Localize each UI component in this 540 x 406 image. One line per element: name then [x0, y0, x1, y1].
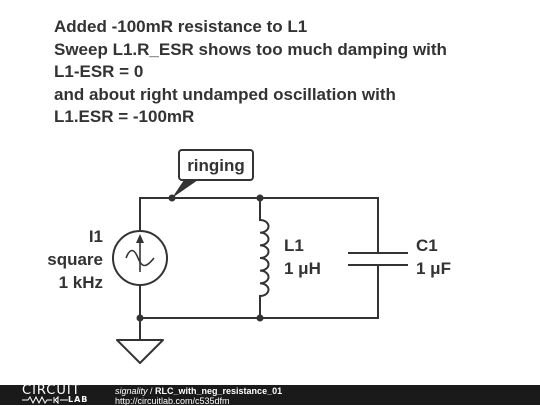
source-waveform-label: square: [47, 250, 103, 269]
path-separator: /: [147, 386, 156, 396]
footer-bar: CIRCUIT LAB signality / RLC_with_neg_res…: [0, 383, 540, 406]
annotation-text: Added -100mR resistance to L1 Sweep L1.R…: [54, 16, 447, 129]
logo-top-text: CIRCUIT: [22, 383, 81, 398]
source-frequency-label: 1 kHz: [59, 273, 103, 292]
arrow-up-icon: [136, 234, 144, 243]
net-label-text: ringing: [187, 156, 245, 175]
inductor-symbol[interactable]: [259, 219, 270, 298]
capacitor-value-label: 1 μF: [416, 259, 451, 278]
junction-dot: [256, 314, 264, 322]
inductor-value-label: 1 μH: [284, 259, 321, 278]
ground-symbol[interactable]: [116, 339, 164, 364]
footer-info: signality / RLC_with_neg_resistance_01 h…: [115, 386, 282, 406]
capacitor-name-label: C1: [416, 236, 438, 255]
note-line-4: and about right undamped oscillation wit…: [54, 84, 396, 104]
current-source-symbol[interactable]: [112, 230, 168, 286]
sine-wave-icon: [125, 249, 155, 267]
inductor-name-label: L1: [284, 236, 304, 255]
note-line-3: L1-ESR = 0: [54, 62, 144, 81]
note-line-2: Sweep L1.R_ESR shows too much damping wi…: [54, 39, 447, 59]
junction-dot: [136, 314, 144, 322]
logo-bottom-text: LAB: [68, 395, 89, 404]
capacitor-symbol[interactable]: [348, 252, 408, 266]
circuit-url-link[interactable]: http://circuitlab.com/c535dfm: [115, 396, 230, 406]
circuit-schematic: ringing I1 square 1 kHz L1 1 μH C1 1 μF: [47, 149, 451, 364]
note-line-5: L1.ESR = -100mR: [54, 107, 195, 126]
circuitlab-logo[interactable]: CIRCUIT LAB: [22, 383, 102, 405]
net-label-ringing[interactable]: ringing: [172, 149, 254, 198]
note-line-1: Added -100mR resistance to L1: [54, 17, 308, 36]
circuit-title: RLC_with_neg_resistance_01: [155, 386, 283, 396]
source-name-label: I1: [89, 227, 103, 246]
author-link[interactable]: signality: [115, 386, 148, 396]
junction-dot: [256, 194, 264, 202]
logo-wave-icon: [22, 396, 68, 404]
